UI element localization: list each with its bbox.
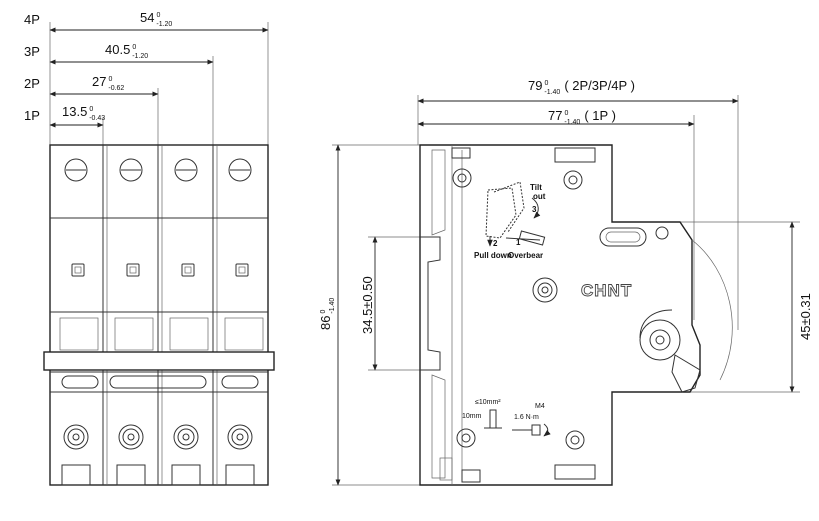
brand-logo: CHNT [581,281,632,300]
overbear-label: Overbear [508,251,543,260]
torque-label: 1.6 N·m [514,414,539,421]
pole-label-1p: 1P [24,108,40,123]
step2-label: 2 [493,239,498,248]
screw-size-label: M4 [535,403,545,410]
terminal-spec: ≤10mm² 10mm M4 1.6 N·m [462,399,551,437]
step3-label: 3 [532,205,537,214]
pole-label-3p: 3P [24,44,40,59]
out-label: out [533,192,546,201]
rail-height-dim: 34.5±0.50 [360,276,375,334]
wire-size-label: ≤10mm² [475,399,501,406]
front-body [43,144,275,486]
front-height-dim: 45±0.31 [798,293,813,340]
step1-label: 1 [516,238,521,247]
removal-instructions: Tilt out 3 2 1 Pull down Overbear [474,181,546,260]
side-body [419,144,733,486]
strip-length-label: 10mm [462,413,482,420]
pole-label-2p: 2P [24,76,40,91]
tilt-label: Tilt [530,183,542,192]
pull-down-label: Pull down [474,251,512,260]
pole-label-4p: 4P [24,12,40,27]
height-dim: 860-1.40 [318,298,336,330]
